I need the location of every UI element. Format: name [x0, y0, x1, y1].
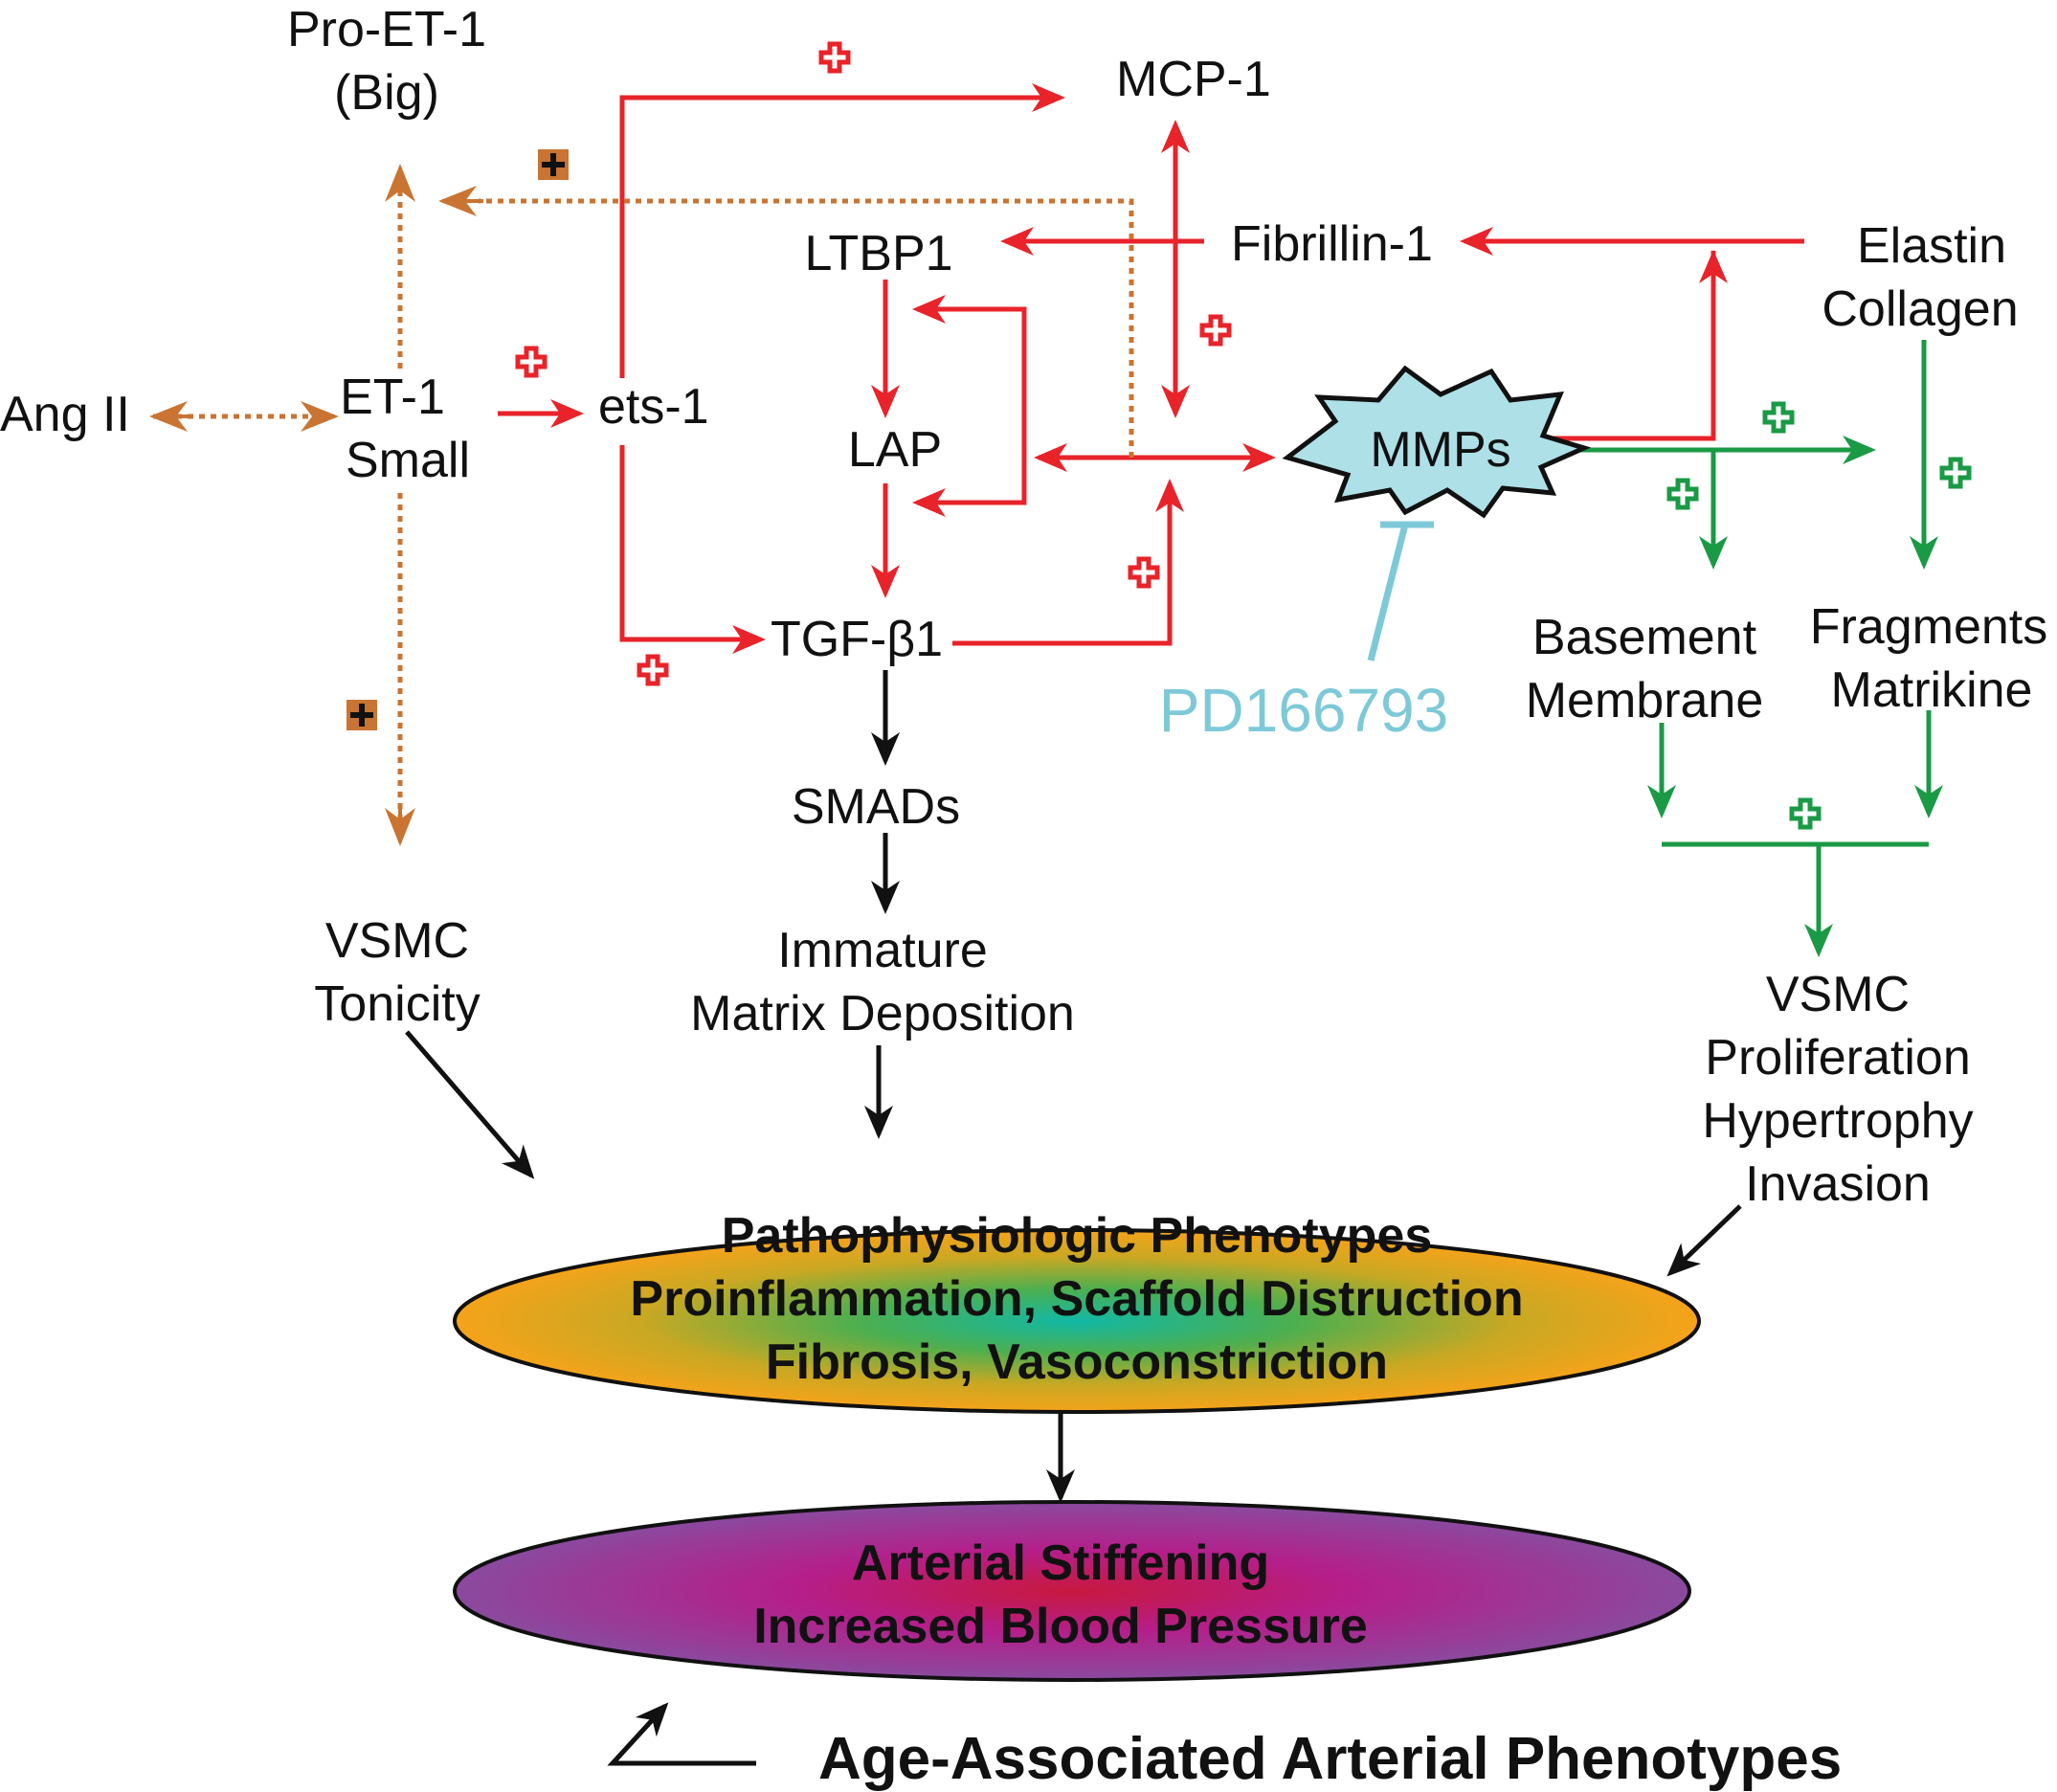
plus-icon [347, 700, 377, 730]
node-collagen: Collagen [1822, 281, 2018, 337]
phenotypes-line3: Fibrosis, Vasoconstriction [766, 1334, 1388, 1390]
node-tgfb1: TGF-β1 [771, 612, 943, 667]
stiffening-line2: Increased Blood Pressure [753, 1599, 1368, 1654]
node-matrix-deposition: Matrix Deposition [690, 986, 1075, 1042]
phenotypes-line2: Proinflammation, Scaffold Distruction [630, 1271, 1523, 1327]
phenotypes-ellipse [453, 1228, 1701, 1414]
node-smads: SMADs [792, 779, 960, 835]
node-pro-et1-line1: Pro-ET-1 [287, 2, 486, 57]
node-mmps: MMPs [1370, 422, 1510, 478]
plus-icon [639, 657, 666, 683]
node-et1-line1: ET-1 [340, 370, 445, 425]
red-pathway-edges [498, 83, 1804, 654]
node-vsmc-prolif-line2: Proliferation [1705, 1030, 1970, 1086]
plus-icon [1792, 800, 1819, 827]
node-vsmc-tonicity-line2: Tonicity [314, 976, 480, 1032]
stiffening-line1: Arterial Stiffening [852, 1535, 1269, 1591]
plus-icon [518, 348, 545, 375]
black-pathway-edges [405, 670, 1742, 1766]
orange-pathway-edges [149, 164, 1134, 846]
node-basement: Basement [1532, 610, 1757, 665]
node-vsmc-prolif-line1: VSMC [1766, 967, 1910, 1022]
node-et1-line2: Small [346, 433, 470, 488]
legend-title: Age-Associated Arterial Phenotypes [818, 1726, 1842, 1792]
node-ets1: ets-1 [598, 379, 709, 435]
node-vsmc-prolif-line4: Invasion [1745, 1156, 1931, 1212]
node-vsmc-prolif-line3: Hypertrophy [1702, 1093, 1973, 1149]
node-pro-et1-line2: (Big) [334, 65, 439, 121]
node-matrikine: Matrikine [1831, 662, 2033, 718]
node-pd166793: PD166793 [1159, 676, 1448, 745]
plus-icon [538, 149, 569, 180]
node-fragments: Fragments [1810, 599, 2048, 655]
stiffening-ellipse [453, 1500, 1691, 1682]
node-immature: Immature [777, 923, 988, 978]
node-ang2: Ang II [0, 387, 130, 442]
plus-icon [1942, 459, 1969, 486]
node-lap: LAP [848, 422, 942, 478]
node-membrane: Membrane [1526, 673, 1764, 728]
node-vsmc-tonicity-line1: VSMC [325, 913, 469, 969]
phenotypes-line1: Pathophysiologic Phenotypes [722, 1208, 1433, 1264]
plus-icon [1130, 559, 1157, 586]
node-ltbp1: LTBP1 [804, 226, 952, 281]
inhibitor-edge [1367, 521, 1434, 661]
node-fibrillin1: Fibrillin-1 [1231, 216, 1433, 272]
plus-icon [1669, 481, 1696, 507]
green-pathway-edges [1549, 340, 1943, 957]
plus-icon [821, 44, 848, 71]
plus-icon [1765, 404, 1792, 431]
mmps-starburst [1282, 365, 1592, 519]
plus-icon [1202, 317, 1229, 344]
node-mcp1: MCP-1 [1116, 52, 1271, 107]
node-elastin: Elastin [1857, 218, 2006, 274]
